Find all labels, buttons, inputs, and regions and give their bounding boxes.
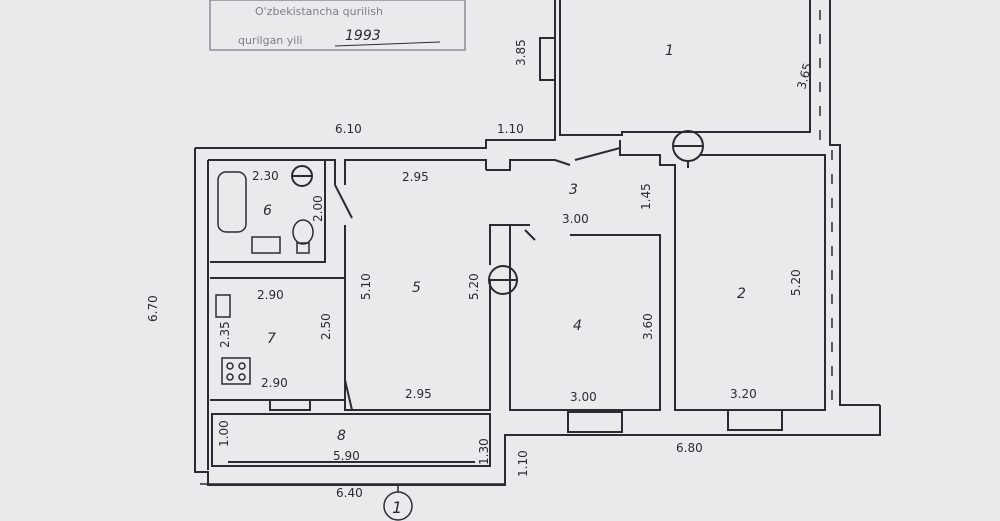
dimension-label: 6.40 bbox=[336, 486, 363, 500]
dimension-label: 3.00 bbox=[570, 390, 597, 404]
stamp-line-1: O'zbekistancha qurilish bbox=[255, 5, 383, 18]
dimension-labels: 6.10 1.10 2.30 2.95 3.00 2.90 2.90 2.95 … bbox=[252, 122, 757, 500]
room-number-3: 3 bbox=[569, 182, 578, 198]
dimension-labels-vertical: 3.85 3.65 2.00 1.45 6.70 5.10 5.20 5.20 … bbox=[146, 39, 815, 477]
wall-bath-bottom bbox=[210, 160, 326, 263]
wall-room4 bbox=[489, 224, 661, 411]
stove-burner-icon bbox=[238, 373, 246, 381]
room-number-4: 4 bbox=[573, 318, 582, 334]
stove-icon bbox=[221, 357, 251, 385]
stamp-line-2: qurilgan yili bbox=[238, 34, 302, 47]
dimension-label: 5.90 bbox=[333, 449, 360, 463]
walls bbox=[194, 0, 881, 486]
dimension-label: 2.35 bbox=[218, 321, 232, 348]
dimension-label: 5.20 bbox=[789, 269, 803, 296]
wall-balcony bbox=[211, 413, 491, 467]
room-number-2: 2 bbox=[737, 286, 746, 302]
dimension-label: 2.90 bbox=[257, 288, 284, 302]
toilet-tank-icon bbox=[296, 242, 310, 254]
stove-burner-icon bbox=[226, 373, 234, 381]
window-room7 bbox=[269, 399, 311, 411]
dimension-label: 2.50 bbox=[319, 313, 333, 340]
stamp-underline bbox=[334, 41, 441, 47]
dimension-label: 3.60 bbox=[641, 313, 655, 340]
door-room7 bbox=[344, 379, 353, 411]
dimension-label: 1.30 bbox=[477, 438, 491, 465]
dashed-walls bbox=[819, 10, 833, 400]
dimension-label: 3.85 bbox=[514, 39, 528, 66]
dimension-label: 1.10 bbox=[516, 450, 530, 477]
axis-label: 1 bbox=[392, 498, 402, 517]
wall-room5 bbox=[344, 225, 491, 411]
dimension-label: 2.95 bbox=[402, 170, 429, 184]
wall-room2 bbox=[619, 140, 826, 411]
dimension-label: 2.30 bbox=[252, 169, 279, 183]
window-room1 bbox=[539, 37, 556, 81]
dimension-label: 6.70 bbox=[146, 295, 160, 322]
stove-burner-icon bbox=[238, 362, 246, 370]
stamp: O'zbekistancha qurilish qurilgan yili 19… bbox=[209, 0, 466, 51]
dimension-label: 5.10 bbox=[359, 273, 373, 300]
axis-marker: 1 bbox=[200, 483, 505, 521]
dimension-label: 1.10 bbox=[497, 122, 524, 136]
wall-bottom-outer bbox=[194, 148, 881, 486]
wall-top-room1 bbox=[559, 0, 811, 136]
stamp-year: 1993 bbox=[345, 28, 381, 44]
kitchen-sink-icon bbox=[215, 294, 231, 318]
sink-icon bbox=[251, 236, 281, 254]
window-room2 bbox=[727, 409, 783, 431]
dimension-label: 2.00 bbox=[311, 195, 325, 222]
toilet-icon bbox=[292, 219, 314, 245]
bathtub-icon bbox=[217, 171, 247, 233]
room-number-1: 1 bbox=[665, 43, 674, 59]
room-number-6: 6 bbox=[263, 203, 272, 219]
dimension-label: 3.00 bbox=[562, 212, 589, 226]
wall-inner-top bbox=[208, 159, 487, 185]
fixtures bbox=[215, 171, 314, 385]
room-number-5: 5 bbox=[412, 280, 421, 296]
dimension-label: 1.45 bbox=[639, 183, 653, 210]
dimension-label: 2.95 bbox=[405, 387, 432, 401]
door-room4 bbox=[510, 224, 536, 241]
dimension-label: 6.10 bbox=[335, 122, 362, 136]
wall-right-outer bbox=[829, 0, 880, 406]
room-number-7: 7 bbox=[267, 331, 276, 347]
dimension-label: 3.20 bbox=[730, 387, 757, 401]
dimension-label: 6.80 bbox=[676, 441, 703, 455]
stamp-frame bbox=[209, 0, 466, 51]
door-bath bbox=[334, 184, 353, 219]
window-room4 bbox=[567, 411, 623, 433]
dimension-label: 2.90 bbox=[261, 376, 288, 390]
wall-top-left bbox=[195, 0, 556, 149]
room-numbers: 1 2 3 4 5 6 7 8 bbox=[263, 43, 746, 444]
dimension-label: 3.65 bbox=[794, 61, 814, 90]
room-number-8: 8 bbox=[337, 428, 346, 444]
risers bbox=[291, 130, 704, 295]
wall-corridor-top bbox=[486, 147, 621, 171]
stove-burner-icon bbox=[226, 362, 234, 370]
dimension-label: 1.00 bbox=[217, 420, 231, 447]
dimension-label: 5.20 bbox=[467, 273, 481, 300]
